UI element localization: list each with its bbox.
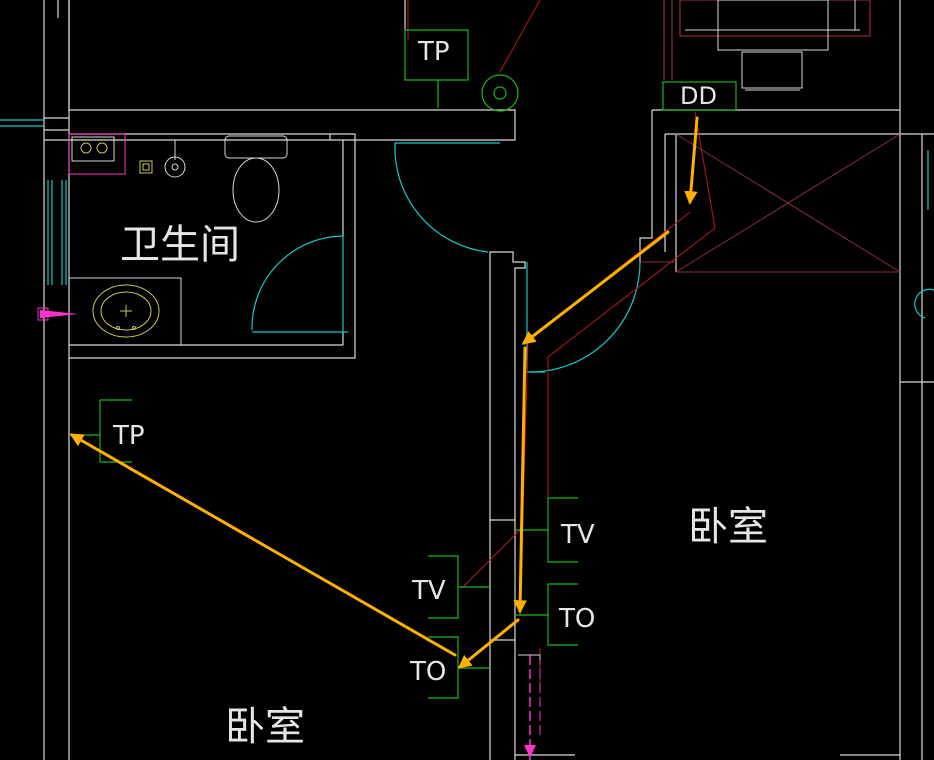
bathroom-fixtures <box>68 133 288 346</box>
room-bathroom-label: 卫生间 <box>120 222 240 268</box>
pipe-riser-icon <box>164 140 186 178</box>
tp-left-label: TP <box>112 421 145 451</box>
to-right-label: TO <box>558 604 595 634</box>
tp-top-label: TP <box>417 37 450 67</box>
tv-left-label: TV <box>411 576 446 606</box>
toilet-icon <box>224 135 288 223</box>
dd-box-label: DD <box>680 82 717 110</box>
wash-basin-icon <box>92 284 160 338</box>
room-bedroom-right-label: 卧室 <box>688 504 768 550</box>
room-bedroom-left-label: 卧室 <box>225 704 305 750</box>
route-arrow-down-partition <box>513 346 527 614</box>
doors <box>0 119 934 373</box>
route-arrow-dd-down <box>684 116 699 205</box>
furniture-top-right <box>663 0 871 91</box>
to-left-label: TO <box>409 657 446 687</box>
route-arrows <box>69 116 699 669</box>
tv-right-label: TV <box>560 520 595 550</box>
route-arrow-to-door <box>521 230 670 345</box>
route-arrow-to-left-tp <box>69 433 457 657</box>
route-arrow-to-left-to <box>457 618 520 669</box>
floor-drain-icon <box>139 160 153 174</box>
left-wall-marker <box>37 307 78 321</box>
bottom-riser <box>518 654 541 760</box>
shaft-cross <box>640 133 901 273</box>
round-fixture-top <box>481 74 519 112</box>
outlet-boxes <box>70 29 737 699</box>
walls <box>43 0 934 760</box>
